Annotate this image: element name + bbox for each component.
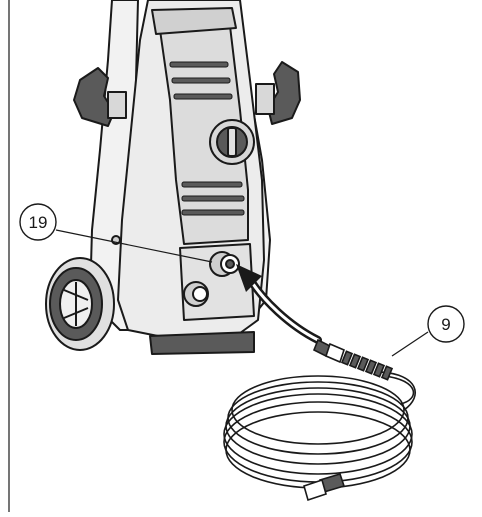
ribbed-sleeve [340, 350, 394, 381]
power-switch-knob [209, 119, 255, 165]
callout-19-label: 19 [29, 213, 48, 232]
pressure-washer-unit [45, 0, 301, 355]
high-pressure-hose [223, 371, 416, 491]
right-hose-hook [267, 61, 301, 125]
water-inlet-connector [183, 281, 209, 307]
callout-9-label: 9 [441, 315, 450, 334]
callout-9-leader [391, 331, 429, 357]
top-cap [151, 7, 237, 35]
callout-19-leader [55, 229, 213, 263]
left-hook-bracket [107, 91, 127, 119]
callout-9-circle [427, 305, 465, 343]
upper-vent-slots [169, 61, 233, 100]
right-hook-bracket [255, 83, 275, 115]
left-hose-hook [73, 67, 115, 127]
lower-vent-slots [181, 181, 245, 216]
hose-end-coupling [303, 473, 346, 502]
wheel [45, 257, 115, 351]
callout-19: 19 [19, 203, 213, 263]
connection-arrow [236, 264, 322, 344]
callout-9: 9 [391, 305, 465, 357]
hose-coupling [312, 338, 394, 381]
base-plate [149, 331, 255, 355]
pressure-outlet-connector [209, 251, 240, 277]
callout-19-circle [19, 203, 57, 241]
